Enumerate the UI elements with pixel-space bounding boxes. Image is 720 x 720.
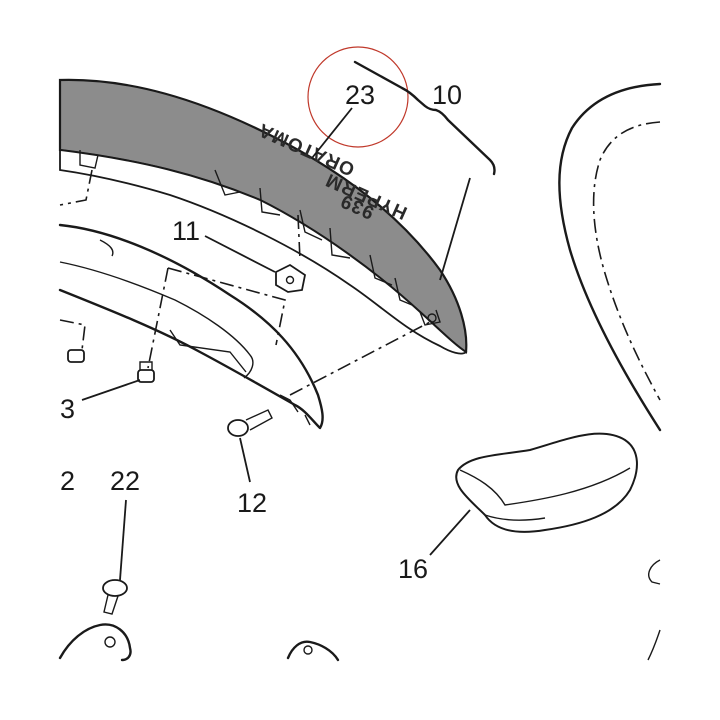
leader-11 (204, 235, 276, 273)
seat-part (558, 82, 662, 661)
screw-12 (227, 409, 273, 437)
callout-23: 23 (345, 80, 375, 110)
lower-side-panel (58, 223, 324, 430)
passenger-pad-part (455, 432, 638, 533)
tail-cowl-part (58, 78, 468, 355)
callout-16: 16 (398, 554, 428, 584)
bracket-bottom-center (286, 640, 340, 662)
callout-11: 11 (172, 216, 200, 246)
screw-22 (102, 579, 128, 615)
leader-23 (311, 107, 353, 159)
bracket-10 (353, 60, 496, 176)
highlight-circle (307, 46, 409, 148)
leader-13 (81, 379, 141, 401)
callout-3: 3 (60, 394, 75, 424)
clip-nut-11 (275, 263, 307, 293)
leader-10 (439, 177, 471, 281)
tail-cowl-underside (59, 148, 468, 355)
screw-13 (137, 361, 155, 383)
leader-22 (119, 499, 127, 581)
callout-2: 2 (60, 466, 75, 496)
callout-12: 12 (237, 488, 267, 518)
assembly-lines (59, 169, 431, 396)
leader-16 (429, 509, 471, 556)
screw-left-edge (67, 349, 85, 363)
callout-22: 22 (110, 466, 140, 496)
leader-12 (239, 437, 251, 483)
bracket-bottom-left (58, 623, 132, 662)
callout-10: 10 (432, 80, 462, 110)
